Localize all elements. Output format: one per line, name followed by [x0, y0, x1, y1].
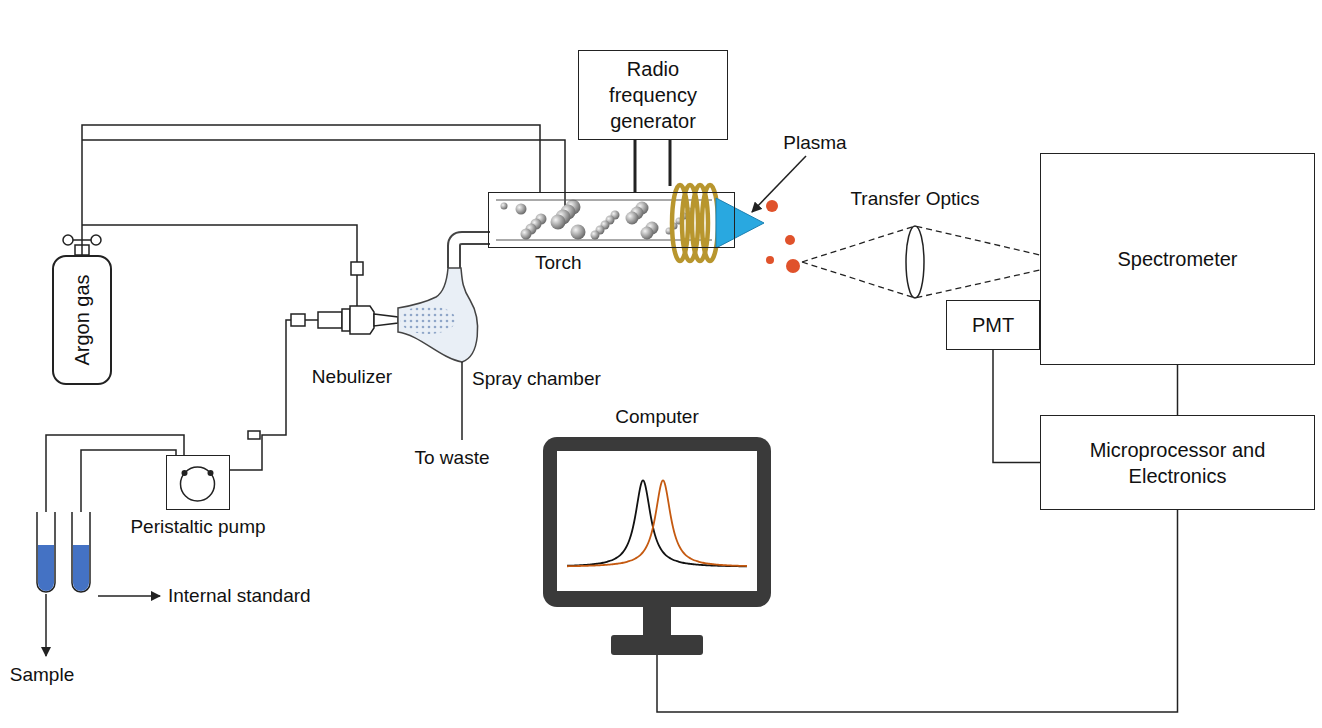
spray-chamber: [398, 268, 478, 362]
component-label: Plasma: [783, 132, 846, 155]
gas-line: [82, 225, 357, 262]
torch-particles: [571, 225, 586, 240]
gas-line: [82, 140, 565, 306]
connector-line: [82, 125, 540, 255]
connector-line: [634, 140, 637, 192]
test-tube: [72, 512, 90, 592]
torch-particles: [521, 229, 532, 240]
torch-particles: [591, 231, 600, 240]
torch-tube: [496, 200, 712, 240]
sample-tubing: [248, 431, 260, 439]
torch: Torch: [488, 192, 735, 248]
torch-particles: [501, 200, 693, 240]
torch-tube: [496, 200, 712, 201]
monitor-screen: [557, 451, 757, 591]
generator-box: Radio frequency generator: [578, 50, 728, 140]
pointer-arrow: [98, 595, 160, 597]
part-label: Peristaltic pump: [130, 515, 265, 540]
pump-box: Peristaltic pump: [166, 455, 230, 510]
part-label: Argon gas: [69, 274, 95, 365]
plasma-flame: [716, 198, 764, 248]
torch-particles: [641, 227, 654, 240]
box-label: Spectrometer: [1117, 246, 1237, 272]
torch-particles: [501, 203, 508, 210]
component-label: Spray chamber: [472, 368, 601, 391]
component-label: Transfer Optics: [850, 188, 979, 211]
nebulizer-gas-inlet: [351, 262, 363, 275]
spray-chamber: [454, 238, 490, 268]
spray-chamber: [398, 238, 490, 440]
vial-label: Internal standard: [168, 585, 311, 608]
nebulizer: [342, 309, 350, 331]
spray-chamber: [400, 306, 456, 334]
gas-line: [82, 140, 565, 206]
sample-tubing: [81, 450, 176, 512]
test-tube: [73, 545, 89, 591]
transfer-optics: [906, 226, 924, 298]
box-label: Radio frequency generator: [597, 56, 709, 134]
monitor-frame: [543, 437, 771, 607]
pointer-arrow: [46, 156, 806, 656]
test-tube: [37, 512, 90, 592]
nebulizer-gas-inlet: [351, 262, 363, 275]
pointer-arrow: [45, 594, 47, 656]
box-label: PMT: [972, 312, 1014, 338]
detector-box: PMT: [946, 300, 1040, 350]
spectral-peak: [567, 480, 747, 566]
connector-line: [1177, 365, 1179, 415]
part-label: Torch: [535, 251, 581, 276]
pump-roller: [208, 470, 214, 476]
emitted-particle: [766, 256, 774, 264]
electronics-box: Microprocessor and Electronics: [1040, 415, 1315, 510]
nebulizer: [291, 306, 398, 334]
plasma-flame: [716, 198, 764, 248]
flow-label: To waste: [415, 447, 490, 470]
computer-monitor: Computer: [543, 405, 771, 655]
induction-coil: [672, 185, 718, 261]
nebulizer: [350, 306, 374, 334]
pointer-arrow: [752, 156, 806, 212]
monitor-stand: [643, 607, 671, 637]
emitted-particle: [766, 200, 778, 212]
transfer-optics: [802, 226, 1040, 298]
component-label: Nebulizer: [312, 366, 392, 389]
test-tube: [37, 512, 55, 592]
spray-chamber: [461, 362, 463, 440]
gas-valve: [91, 235, 101, 245]
pump-roller: [182, 470, 188, 476]
torch-tube: [496, 240, 712, 241]
monitor-base: [611, 635, 703, 655]
test-tube: [38, 545, 54, 591]
nebulizer: [291, 314, 305, 326]
gas-valve: [63, 235, 73, 245]
emitted-particle: [766, 200, 800, 273]
nebulizer: [374, 314, 398, 326]
emitted-particle: [785, 235, 795, 245]
spray-chamber: [454, 238, 490, 268]
connector-line: [993, 350, 1040, 463]
vial-label: Sample: [10, 664, 74, 687]
spectrometer-box: Spectrometer: [1040, 153, 1315, 365]
part-label: Computer: [543, 405, 771, 430]
nebulizer: [305, 319, 318, 321]
gas-cylinder: Argon gas: [52, 255, 112, 385]
sample-tubing: [46, 435, 184, 512]
spectral-peak: [567, 480, 747, 566]
emitted-particle: [786, 259, 800, 273]
pump-rotor: [167, 456, 228, 508]
torch-particles: [626, 212, 639, 225]
nebulizer: [318, 312, 342, 328]
gas-line: [356, 275, 358, 306]
monitor-graphic: [543, 437, 771, 655]
sample-tubing: [230, 320, 292, 470]
torch-particles: [516, 204, 527, 215]
pump-rotor: [181, 467, 215, 501]
torch-particles: [551, 215, 566, 230]
box-label: Microprocessor and Electronics: [1060, 437, 1295, 489]
